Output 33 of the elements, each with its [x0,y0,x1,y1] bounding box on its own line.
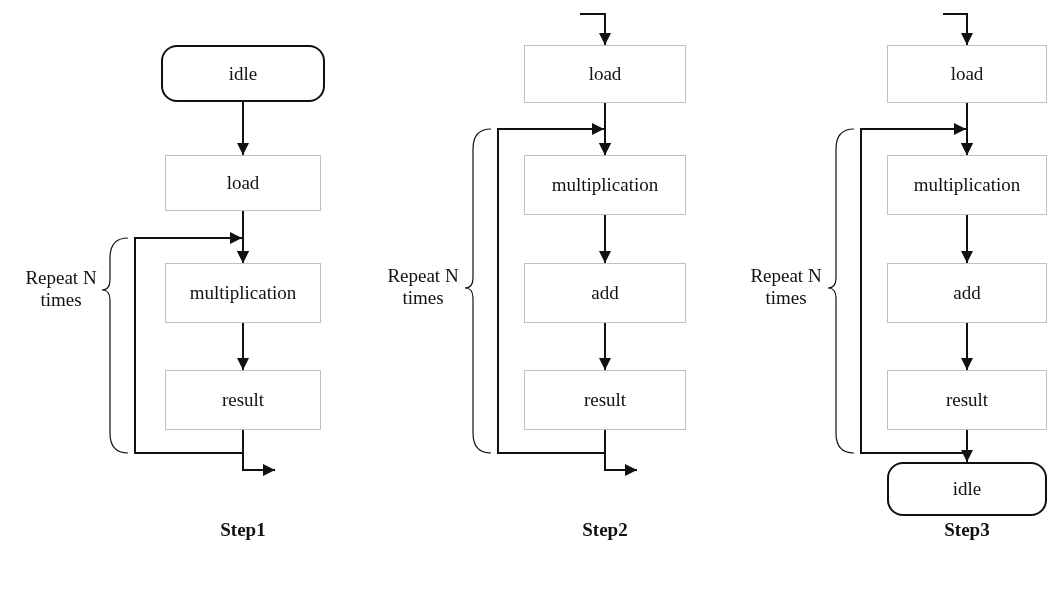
process-box: multiplication [165,263,321,323]
terminal-box: idle [887,462,1047,516]
arrow [961,429,973,463]
arrow [942,13,973,46]
process-box: multiplication [524,155,686,215]
arrow [604,429,638,476]
loop-arrow [497,123,611,454]
process-box: add [524,263,686,323]
repeat-note: Repeat N times [25,267,97,311]
process-box: result [887,370,1047,430]
arrow [961,214,973,264]
arrow [599,214,611,264]
process-box: result [524,370,686,430]
process-box: load [887,45,1047,103]
arrow [579,13,611,46]
process-box: load [165,155,321,211]
arrow [237,101,249,156]
process-box: add [887,263,1047,323]
loop-arrow [860,123,973,454]
arrow [961,322,973,371]
step-label: Step2 [581,519,629,541]
repeat-note: Repeat N times [750,265,822,309]
process-box: multiplication [887,155,1047,215]
arrow [237,322,249,371]
process-box: result [165,370,321,430]
step-label: Step3 [943,519,991,541]
arrow [242,429,276,476]
process-box: load [524,45,686,103]
repeat-note: Repeat N times [387,265,459,309]
terminal-box: idle [161,45,325,102]
loop-arrow [134,232,249,454]
step-label: Step1 [219,519,267,541]
arrow [599,322,611,371]
